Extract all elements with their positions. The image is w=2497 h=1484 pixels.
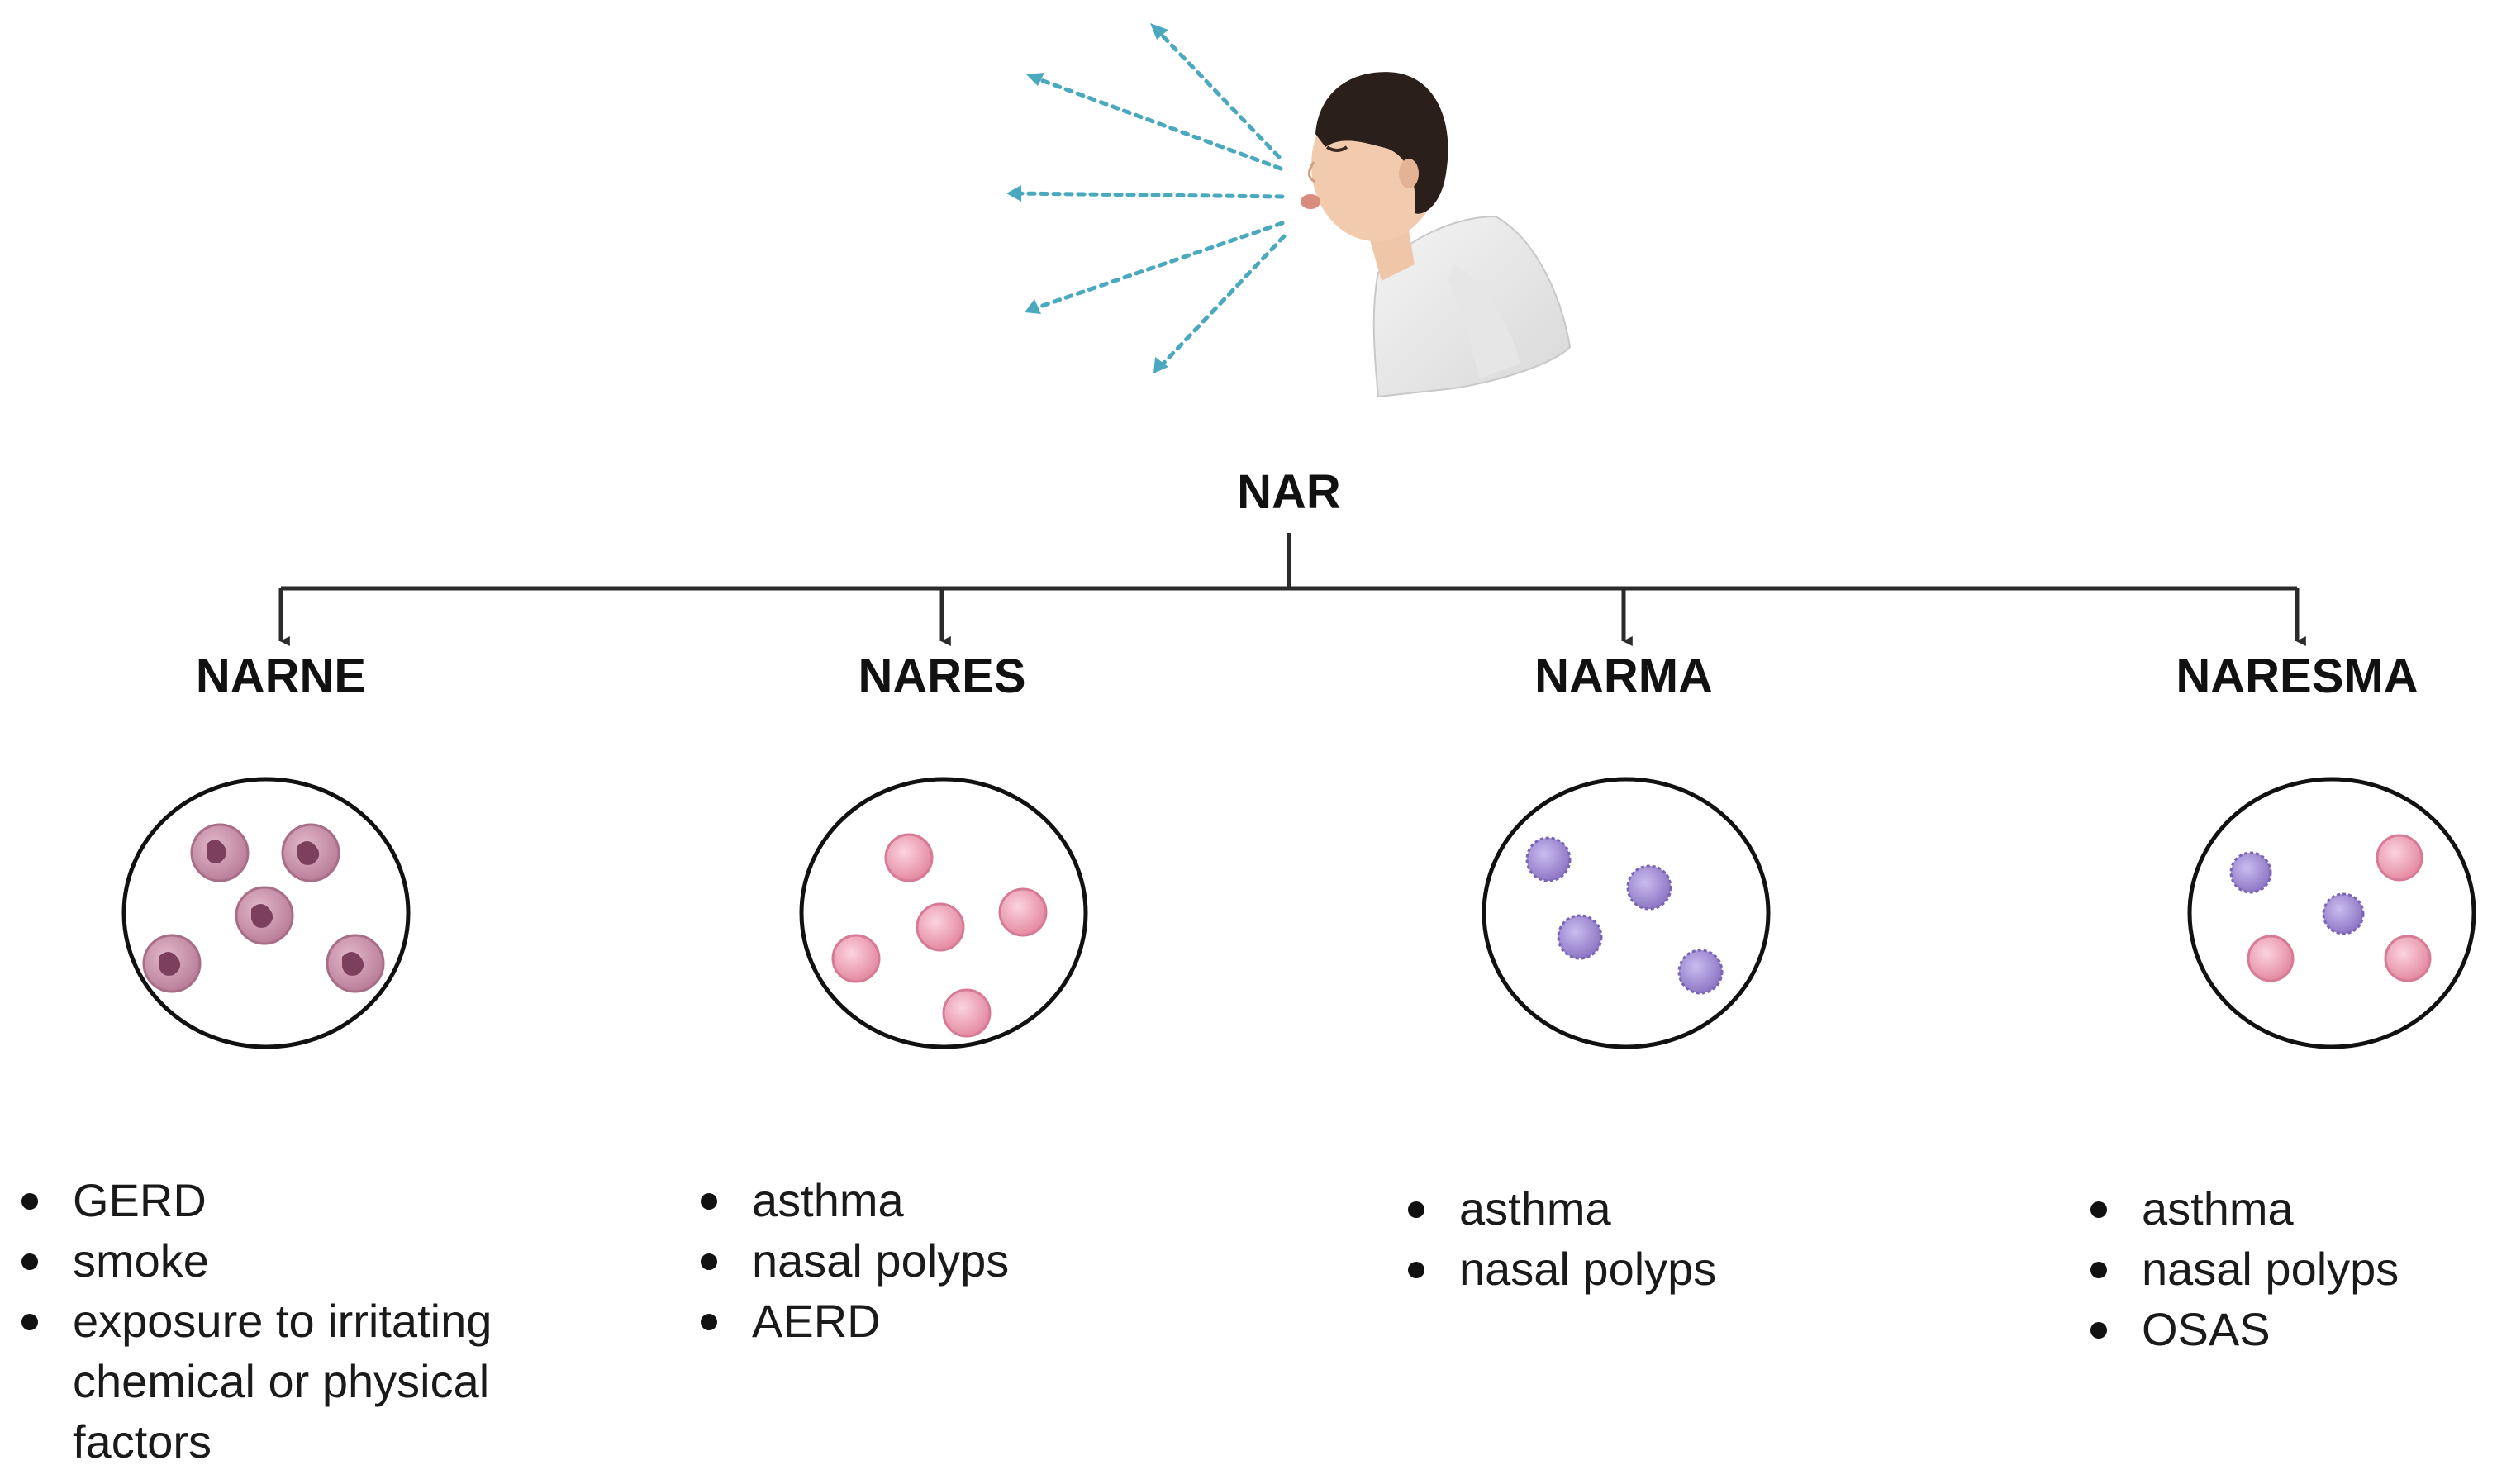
- nares-cell-panel: [799, 777, 1088, 1049]
- mast-cell-icon: [2322, 892, 2365, 935]
- condition-item: AERD: [694, 1291, 1190, 1351]
- condition-item: asthma: [694, 1170, 1190, 1230]
- eosinophil-icon: [831, 934, 881, 983]
- neutrophil-icon: [235, 886, 294, 945]
- neutrophil-icon: [190, 823, 250, 882]
- neutrophil-icon: [142, 934, 202, 993]
- condition-item: GERD: [15, 1170, 560, 1230]
- subtype-label-narma: NARMA: [1534, 649, 1713, 703]
- eosinophil-icon: [2247, 935, 2295, 982]
- mast-cell-icon: [1626, 864, 1672, 911]
- eosinophil-icon: [998, 887, 1048, 937]
- tree-connector: [278, 533, 2306, 646]
- condition-item: asthma: [1401, 1178, 1897, 1239]
- mast-cell-icon: [2229, 851, 2272, 894]
- sneeze-spray: [1012, 27, 1287, 369]
- eosinophil-icon: [884, 833, 934, 882]
- mast-cell-icon: [1557, 914, 1603, 960]
- subtype-label-nares: NARES: [858, 649, 1025, 703]
- sneezing-person-icon: [1006, 23, 1572, 398]
- narma-conditions-list: asthma nasal polyps: [1401, 1178, 1897, 1299]
- condition-item: OSAS: [2084, 1299, 2480, 1359]
- condition-item: nasal polyps: [694, 1230, 1190, 1291]
- root-label: NAR: [1237, 465, 1341, 519]
- condition-item: asthma: [2084, 1178, 2480, 1239]
- subtype-label-naresma: NARESMA: [2176, 649, 2418, 703]
- condition-item: exposure to irritating chemical or physi…: [15, 1291, 560, 1472]
- eosinophil-icon: [942, 988, 992, 1038]
- eosinophil-icon: [2376, 834, 2423, 882]
- condition-item: nasal polyps: [2084, 1239, 2480, 1299]
- nares-conditions-list: asthma nasal polyps AERD: [694, 1170, 1190, 1351]
- naresma-conditions-list: asthma nasal polyps OSAS: [2084, 1178, 2480, 1359]
- neutrophil-icon: [326, 934, 385, 993]
- mast-cell-icon: [1525, 836, 1572, 882]
- narma-cell-panel: [1482, 777, 1771, 1049]
- subtype-label-narne: NARNE: [196, 649, 366, 703]
- condition-item: nasal polyps: [1401, 1239, 1897, 1299]
- narne-conditions-list: GERD smoke exposure to irritating chemic…: [15, 1170, 560, 1472]
- mast-cell-icon: [1677, 949, 1724, 995]
- narne-cell-panel: [121, 777, 411, 1049]
- naresma-cell-panel: [2187, 777, 2476, 1049]
- condition-item: smoke: [15, 1230, 560, 1291]
- eosinophil-icon: [2384, 935, 2432, 982]
- neutrophil-icon: [281, 823, 340, 882]
- eosinophil-icon: [916, 902, 965, 952]
